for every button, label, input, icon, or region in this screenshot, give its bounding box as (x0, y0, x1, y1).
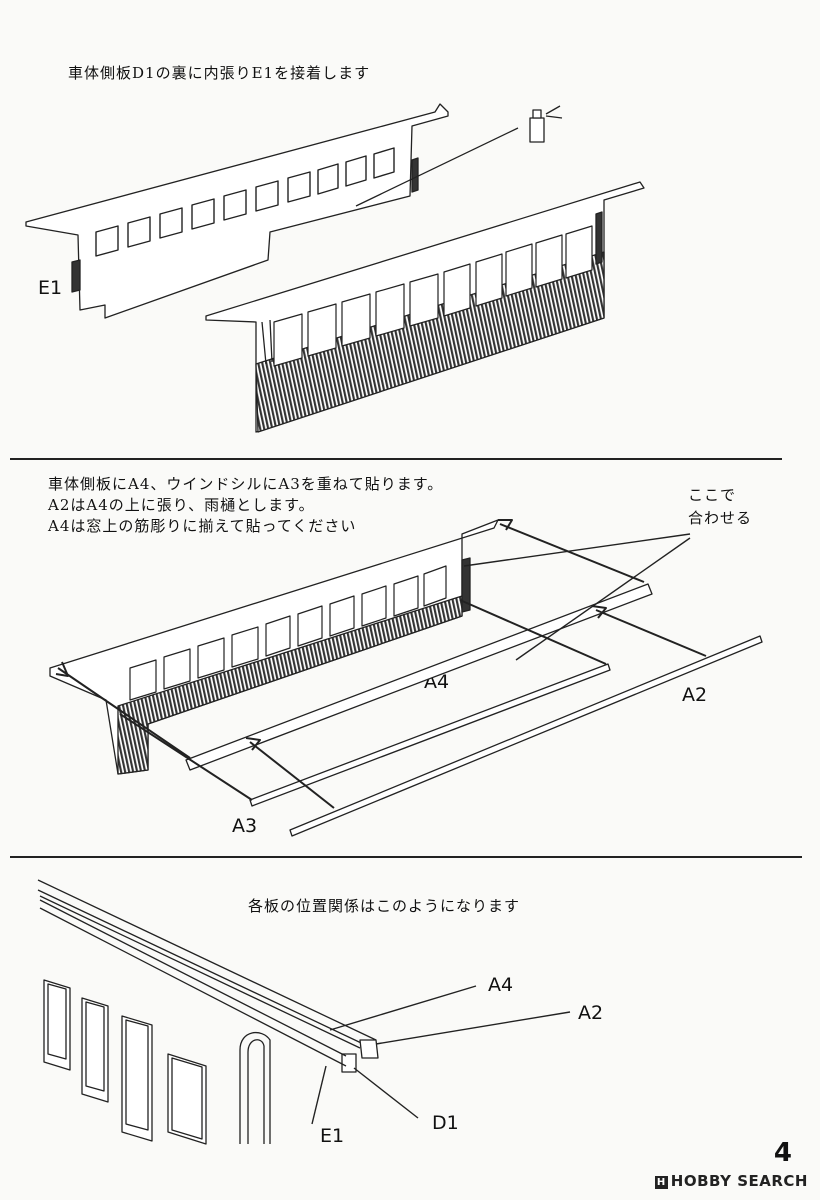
glue-leader-line (355, 127, 519, 207)
step3-instruction: 各板の位置関係はこのようになります (248, 897, 521, 915)
strip-a4 (185, 583, 653, 771)
cross-section-detail (37, 879, 379, 1145)
step1-instruction: 車体側板D1の裏に内張りE1を接着します (68, 64, 371, 82)
part-label-a2: A2 (682, 684, 708, 706)
align-callout-leaders (463, 533, 691, 661)
watermark-text: HOBBY SEARCH (670, 1172, 808, 1190)
strip-a2 (289, 635, 763, 837)
placement-arrows (55, 519, 707, 809)
part-label-e1-detail: E1 (320, 1125, 345, 1147)
part-label-a3: A3 (232, 815, 258, 837)
section-divider-2 (10, 856, 802, 858)
strip-a3 (249, 663, 611, 807)
page-number: 4 (773, 1138, 792, 1168)
align-callout-line2: 合わせる (688, 509, 753, 527)
section-divider-1 (10, 458, 782, 460)
glue-spray-can-icon (529, 105, 563, 143)
side-panel-assembly (49, 519, 499, 775)
step2-instruction-line1: 車体側板にA4、ウインドシルにA3を重ねて貼ります。 (48, 475, 444, 493)
align-callout-line1: ここで (688, 486, 737, 504)
detail-leader-lines (311, 985, 571, 1125)
part-label-e1-top: E1 (38, 277, 63, 299)
part-label-a4-detail: A4 (488, 974, 514, 996)
step2-instruction-line3: A4は窓上の筋彫りに揃えて貼ってください (48, 517, 357, 535)
part-label-a2-detail: A2 (578, 1002, 604, 1024)
step2-instruction-line2: A2はA4の上に張り、雨樋とします。 (48, 496, 315, 514)
inner-lining-e1-panel (25, 103, 449, 319)
part-label-d1-detail: D1 (432, 1112, 459, 1134)
side-panel-d1 (205, 181, 645, 433)
watermark-logo-icon: H (654, 1176, 668, 1189)
